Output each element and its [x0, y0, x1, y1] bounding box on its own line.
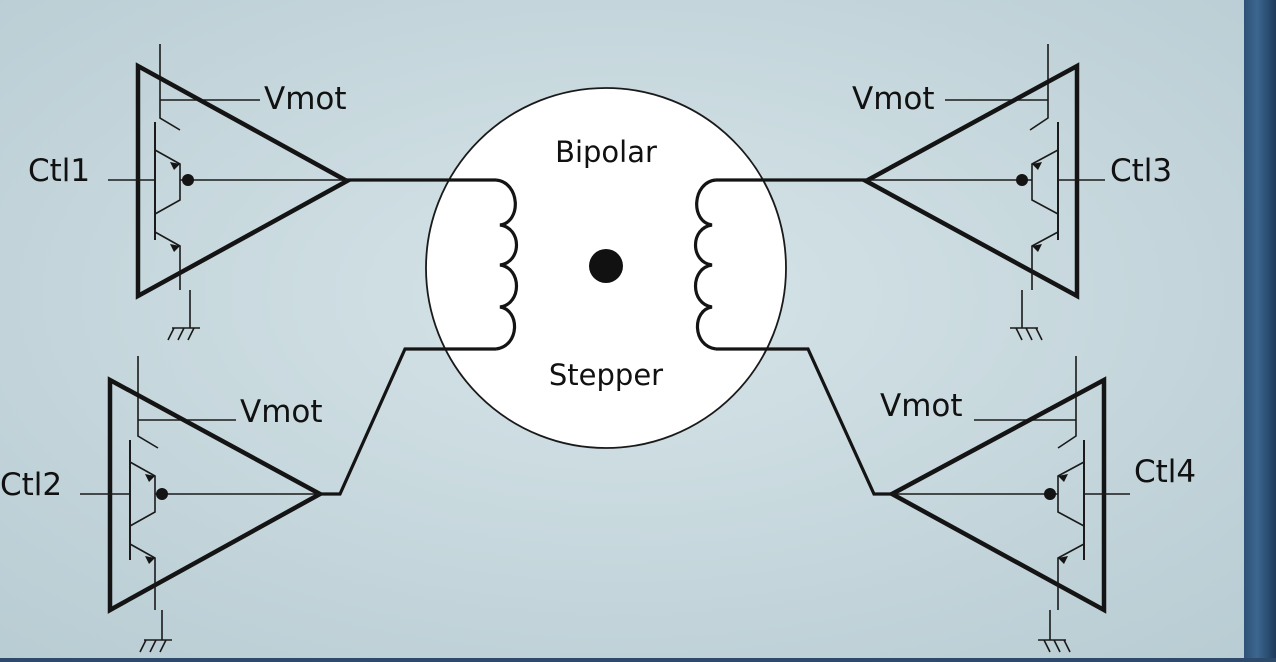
left-coil [495, 178, 518, 351]
driver-4-supply-label: Vmot [880, 388, 963, 424]
driver-3-node [1016, 174, 1028, 186]
wire-driver-2-to-coil [320, 347, 496, 496]
driver-2-triangle [107, 376, 325, 614]
driver-1: Ctl1 Vmot [28, 44, 352, 341]
driver-2: Ctl2 Vmot [0, 356, 325, 653]
driver-2-node [156, 488, 168, 500]
right-coil [694, 178, 717, 351]
driver-4-control-label: Ctl4 [1134, 454, 1196, 490]
driver-4: Ctl4 Vmot [880, 356, 1196, 653]
driver-1-control-label: Ctl1 [28, 153, 90, 189]
driver-3-triangle [861, 62, 1080, 300]
driver-1-supply-label: Vmot [264, 81, 347, 117]
driver-4-triangle [887, 376, 1107, 614]
motor-label-bottom: Stepper [549, 358, 663, 392]
right-panel-edge [1244, 0, 1276, 658]
wire-driver-4-to-coil [716, 347, 892, 496]
motor: Bipolar Stepper [425, 87, 787, 449]
driver-2-supply-label: Vmot [240, 394, 323, 430]
motor-rotor-dot [589, 249, 623, 283]
driver-4-node [1044, 488, 1056, 500]
wires [320, 178, 892, 496]
driver-3-control-label: Ctl3 [1110, 153, 1172, 189]
driver-3: Ctl3 Vmot [852, 44, 1172, 341]
driver-1-triangle [135, 62, 352, 300]
driver-1-node [182, 174, 194, 186]
driver-2-control-label: Ctl2 [0, 467, 62, 503]
driver-3-supply-label: Vmot [852, 81, 935, 117]
motor-label-top: Bipolar [555, 135, 657, 169]
